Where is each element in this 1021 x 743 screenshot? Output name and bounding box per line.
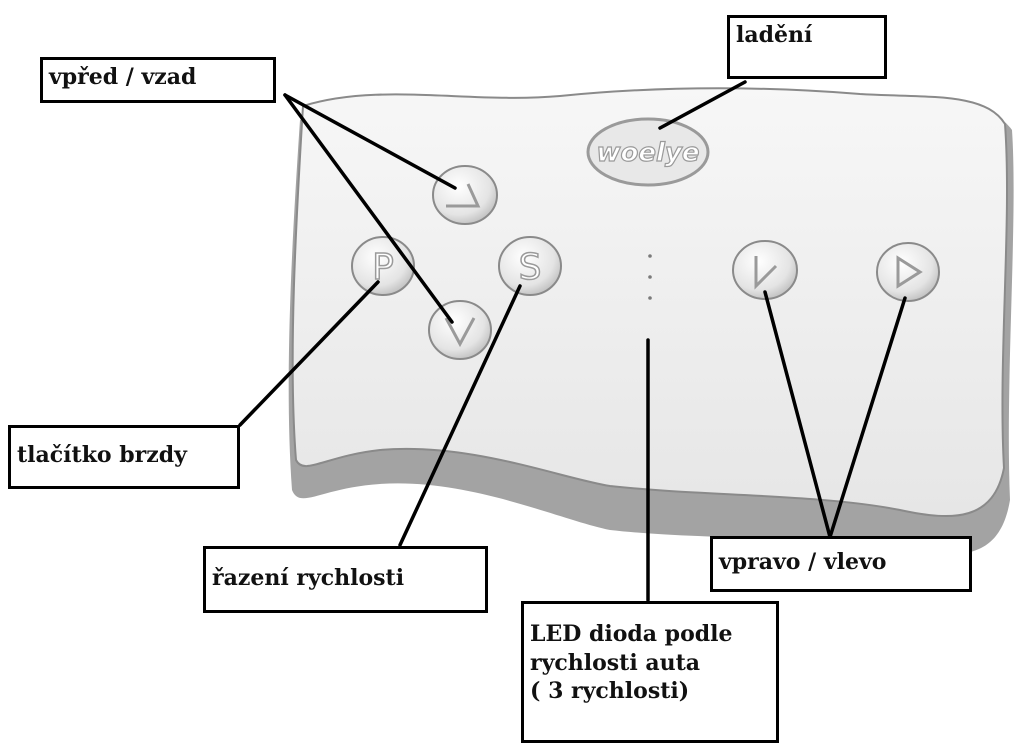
label-right-left: vpravo / vlevo (710, 536, 972, 592)
label-led-line-1: LED dioda podle (530, 620, 770, 649)
label-tuning: ladění (727, 15, 887, 79)
label-led-line-2: rychlosti auta (530, 649, 770, 678)
label-led: LED dioda podle rychlosti auta ( 3 rychl… (521, 601, 779, 743)
label-brake: tlačítko brzdy (8, 425, 240, 489)
gear-button-letter: S (519, 247, 542, 288)
back-button[interactable] (429, 301, 491, 359)
label-gear: řazení rychlosti (203, 546, 488, 613)
label-forward-back: vpřed / vzad (40, 57, 276, 103)
led-dot (648, 254, 652, 258)
led-dot (648, 275, 652, 279)
logo-text: woelye (596, 138, 699, 168)
right-button[interactable] (877, 243, 939, 301)
forward-button[interactable] (433, 166, 497, 224)
gear-button[interactable]: S (499, 237, 561, 295)
label-led-line-3: ( 3 rychlosti) (530, 677, 770, 706)
brake-button-letter: P (372, 247, 394, 288)
brake-button[interactable]: P (352, 237, 414, 295)
led-dot (648, 296, 652, 300)
